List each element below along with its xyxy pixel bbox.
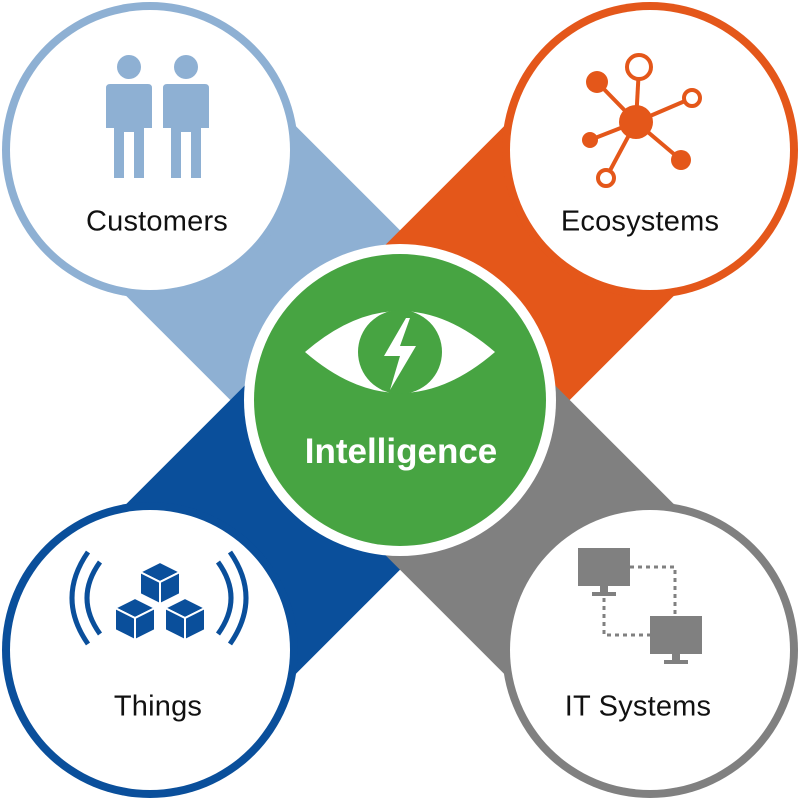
intelligence-label: Intelligence	[304, 432, 498, 471]
ecosystems-circle	[510, 10, 790, 290]
eye-lightning-icon	[305, 310, 495, 394]
connected-computers-icon	[578, 548, 702, 664]
things-label: Things	[113, 690, 203, 723]
intelligence-circle	[254, 254, 546, 546]
ecosystems-label: Ecosystems	[560, 205, 720, 238]
network-icon	[582, 53, 702, 188]
customers-circle	[10, 10, 290, 290]
people-icon	[106, 55, 209, 178]
customers-label: Customers	[86, 205, 228, 238]
cubes-signal-icon	[69, 550, 249, 646]
things-circle	[10, 510, 290, 790]
it-systems-label: IT Systems	[564, 690, 712, 723]
